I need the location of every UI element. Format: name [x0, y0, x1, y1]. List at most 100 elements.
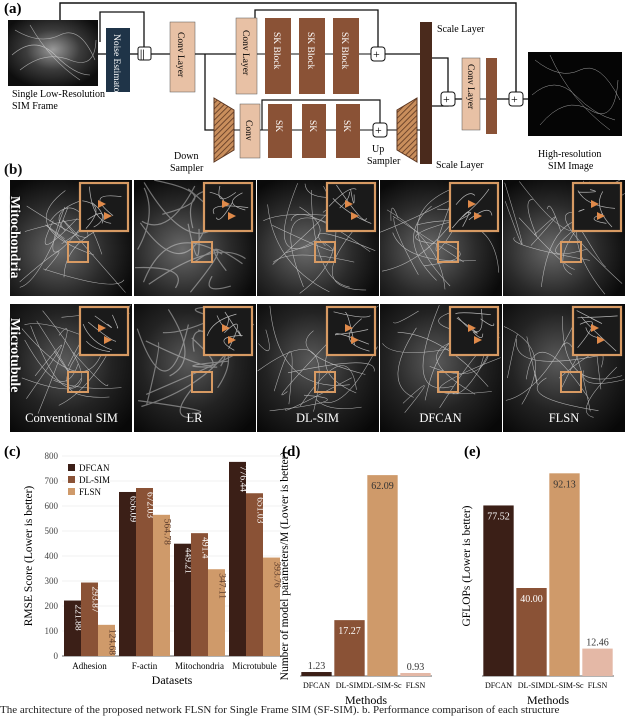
arrow-marker [468, 200, 476, 208]
roi-box [437, 241, 459, 263]
figure-caption: The architecture of the proposed network… [0, 704, 560, 716]
chart-c-legend-swatch [68, 464, 75, 471]
chart-c-x-tick: Mitochondria [175, 661, 224, 671]
chart-d-bar [334, 620, 365, 676]
zoom-inset [202, 305, 254, 357]
chart-e-panel-label: (e) [464, 444, 481, 460]
chart-c-x-tick: Adhesion [72, 661, 107, 671]
micrograph-cell [379, 180, 502, 296]
micrograph-cell [134, 180, 256, 296]
zoom-inset [325, 305, 377, 357]
chart-c-data-label: 672.03 [145, 492, 155, 518]
chart-e-data-label: 77.52 [487, 511, 510, 522]
arrow-marker [468, 324, 476, 332]
arrow-marker [228, 212, 236, 220]
zoom-inset [78, 305, 130, 357]
chart-d-data-label: 1.23 [308, 661, 326, 672]
noise-estimator-block [106, 28, 130, 92]
roi-box [560, 371, 582, 393]
roi-box [560, 241, 582, 263]
chart-e-data-label: 40.00 [520, 594, 543, 605]
chart-c-bar [136, 487, 153, 656]
micrograph-cell [503, 304, 625, 432]
chart-d-bar [301, 672, 332, 676]
chart-c-panel-label: (c) [4, 444, 21, 460]
micrograph-cell [10, 180, 132, 296]
chart-c-bar [64, 600, 81, 656]
arrow-marker [228, 336, 236, 344]
chart-c-bar [191, 533, 208, 656]
noise-estimator-label: Noise Estimator [111, 34, 121, 96]
scale-layer-lower [420, 94, 432, 164]
micrograph-cell [257, 304, 379, 432]
chart-c: 0100200300400500600700800(c)DatasetsRMSE… [4, 444, 282, 687]
arrow-marker [104, 336, 112, 344]
chart-e-bar [549, 473, 580, 676]
chart-c-data-label: 651.03 [255, 497, 265, 523]
arrow-marker [222, 324, 230, 332]
sk-lower-3 [336, 104, 360, 158]
chart-c-data-label: 393.76 [272, 562, 282, 588]
arrow-marker [591, 200, 599, 208]
sk-lower-3-label: SK [341, 120, 351, 132]
chart-c-y-tick: 600 [45, 501, 59, 511]
global-skip-line [59, 2, 517, 93]
chart-e-x-tick: DL-SIM [518, 681, 546, 690]
arrow-marker [474, 336, 482, 344]
input-filaments [11, 24, 97, 81]
chart-e-data-label: 92.13 [553, 479, 576, 490]
conv-layer-3-label: Conv Layer [465, 64, 475, 110]
output-sim-image [528, 52, 622, 136]
arrow-marker [98, 200, 106, 208]
chart-c-bar [246, 493, 263, 656]
column-labels: Conventional SIM LR DL-SIM DFCAN FLSN [10, 411, 626, 431]
chart-d-panel-label: (d) [282, 444, 300, 460]
chart-c-x-tick: Microtubule [232, 661, 277, 671]
chart-c-bar [263, 557, 280, 656]
chart-c-bar [119, 491, 136, 656]
column-label-dl-sim: DL-SIM [295, 411, 340, 425]
chart-d-y-label: Number of model parameters/M (Lower is b… [279, 452, 291, 681]
conv-layer-3 [461, 57, 481, 131]
arrow-marker [474, 212, 482, 220]
row-label-mitochondria-wrap: Mitochondria [4, 196, 24, 296]
chart-c-data-label: 564.78 [162, 519, 172, 545]
chart-c-x-tick: F-actin [132, 661, 158, 671]
arrow-marker [351, 336, 359, 344]
chart-d-data-label: 0.93 [407, 662, 425, 673]
chart-d-data-label: 17.27 [338, 626, 361, 637]
column-label-lr: LR [186, 411, 203, 425]
input-skip-line [99, 11, 145, 47]
sk-lower-1-label: SK [273, 120, 283, 132]
conv-layer-1 [169, 21, 196, 93]
sk-lower-1 [268, 104, 292, 158]
chart-c-y-tick: 400 [45, 551, 59, 561]
bar-charts: 0100200300400500600700800(c)DatasetsRMSE… [4, 444, 614, 704]
chart-c-legend-swatch [68, 476, 75, 483]
roi-box [314, 371, 336, 393]
chart-c-bar [81, 582, 98, 656]
chart-e-bar [582, 648, 613, 676]
sk-lower-2-label: SK [307, 120, 317, 132]
micrograph-cell [380, 304, 502, 432]
column-label-flsn: FLSN [548, 411, 580, 425]
conv-lower-label: Conv [243, 120, 253, 141]
input-caption-line2: SIM Frame [12, 101, 58, 112]
sk-block-3-label: SK Block [339, 32, 349, 69]
micrograph-cell [134, 304, 256, 432]
chart-d-x-tick: FLSN [406, 681, 426, 690]
chart-c-y-label: RMSE Score (Lower is better) [23, 486, 35, 627]
chart-c-data-label: 221.88 [73, 605, 83, 631]
conv-layer-2 [235, 17, 258, 95]
chart-c-y-tick: 200 [45, 601, 59, 611]
chart-d-x-tick: DL-SIM-Sc [363, 681, 402, 690]
output-filaments [531, 54, 621, 131]
arrow-marker [591, 324, 599, 332]
sk-block-1 [265, 18, 291, 94]
sk-block-3 [333, 18, 359, 94]
chart-c-legend-swatch [68, 488, 75, 495]
conv-layer-1-label: Conv Layer [175, 32, 185, 78]
roi-box [191, 241, 213, 263]
chart-c-bar [208, 569, 225, 656]
scale-layer-upper [420, 22, 432, 94]
